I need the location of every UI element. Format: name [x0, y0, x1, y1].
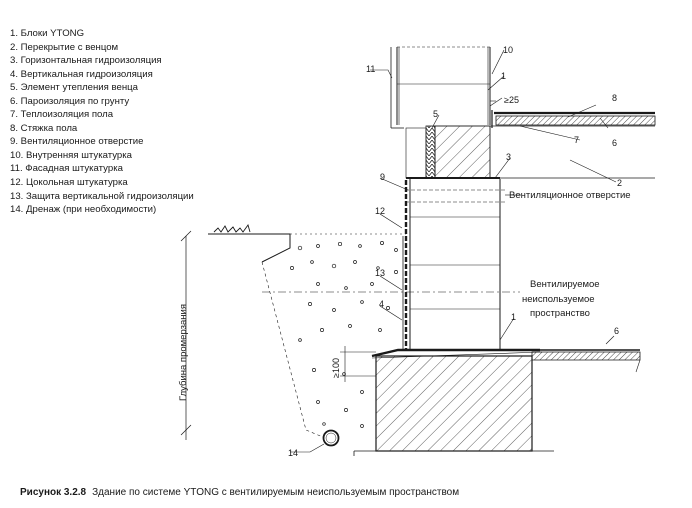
outer-block-strip [405, 127, 427, 179]
foundation [375, 355, 533, 452]
floor-slab [490, 125, 655, 179]
callout-13: 13 [375, 268, 385, 278]
frost-depth-label: Глубина промерзания [178, 304, 189, 401]
crawlspace-label-3: пространство [530, 308, 590, 319]
callout-12: 12 [375, 206, 385, 216]
legend-item: 9. Вентиляционное отверстие [10, 136, 144, 148]
min-25-dimension [489, 97, 503, 107]
ring-beam [434, 125, 491, 179]
callout-4: 4 [379, 299, 384, 309]
callout-8: 8 [612, 93, 617, 103]
dimension-100: ≥100 [331, 358, 341, 378]
callout-9: 9 [380, 172, 385, 182]
legend-item: 12. Цокольная штукатурка [10, 177, 128, 189]
drain-pipe [322, 429, 340, 447]
callout-6-lower: 6 [614, 326, 619, 336]
floor-insulation [495, 115, 656, 126]
legend-item: 14. Дренаж (при необходимости) [10, 204, 157, 216]
legend-item: 11. Фасадная штукатурка [10, 163, 123, 175]
legend-list: 1. Блоки YTONG 2. Перекрытие с венцом 3.… [10, 27, 194, 217]
ring-beam-insulation [425, 125, 436, 179]
legend-item: 5. Элемент утепления венца [10, 82, 138, 94]
legend-item: 4. Вертикальная гидроизоляция [10, 68, 153, 80]
callout-7: 7 [574, 135, 579, 145]
min-100-dimension [340, 346, 376, 382]
legend-item: 3. Горизонтальная гидроизоляция [10, 55, 162, 67]
callout-14: 14 [288, 448, 298, 458]
upper-wall [390, 46, 491, 129]
callout-5: 5 [433, 109, 438, 119]
frost-depth-dimension [180, 230, 192, 440]
legend-item: 13. Защита вертикальной гидроизоляции [10, 190, 194, 202]
callout-1: 1 [501, 71, 506, 81]
callout-3: 3 [506, 152, 511, 162]
dimension-25: ≥25 [504, 95, 519, 105]
legend-item: 2. Перекрытие с венцом [10, 41, 119, 53]
callout-11: 11 [366, 64, 375, 74]
legend-item: 7. Теплоизоляция пола [10, 109, 114, 121]
caption-text: Здание по системе YTONG с вентилируемым … [92, 487, 460, 498]
legend-item: 10. Внутренняя штукатурка [10, 149, 133, 161]
legend-item: 6. Пароизоляция по грунту [10, 95, 130, 107]
crawlspace-label-2: неиспользуемое [522, 294, 595, 305]
legend-item: 8. Стяжка пола [10, 122, 78, 134]
caption-label: Рисунок 3.2.8 [20, 487, 87, 498]
figure-caption: Рисунок 3.2.8 Здание по системе YTONG с в… [20, 487, 459, 498]
callout-6: 6 [612, 138, 617, 148]
callout-1-lower: 1 [511, 312, 516, 322]
soil-fill [290, 241, 398, 428]
vent-opening-label: Вентиляционное отверстие [509, 190, 631, 201]
legend-item: 1. Блоки YTONG [10, 28, 85, 39]
callout-2: 2 [617, 178, 622, 188]
callout-10: 10 [503, 45, 513, 55]
ground-vapor-barrier [531, 351, 641, 361]
ground-surface [208, 223, 406, 441]
plinth-wall [402, 179, 505, 350]
leader-lines [290, 49, 617, 453]
crawlspace-label-1: Вентилируемое [530, 279, 600, 290]
